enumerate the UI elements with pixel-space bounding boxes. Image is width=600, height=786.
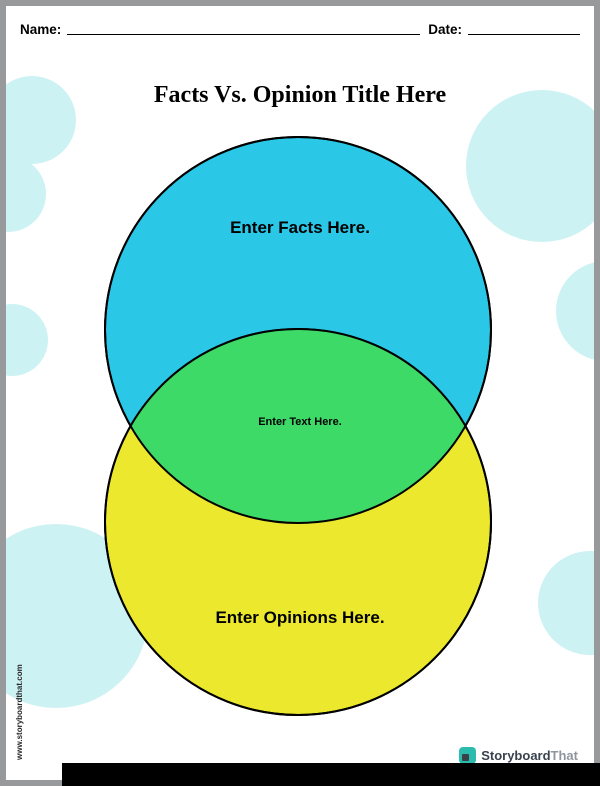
opinions-text[interactable]: Enter Opinions Here. [215,608,385,627]
header-row: Name: Date: [20,22,580,37]
date-label: Date: [428,22,462,37]
worksheet-page: Name: Date: Facts Vs. Opinion Title Here… [6,6,594,780]
opinions-circle-outline [104,328,492,716]
logo-text: StoryboardThat [481,748,578,763]
logo-text-light: That [550,748,578,763]
storyboardthat-logo[interactable]: StoryboardThat [459,747,578,764]
name-label: Name: [20,22,62,37]
name-input-line[interactable] [67,22,421,35]
decorative-circle [6,76,76,164]
decorative-circle [466,90,594,242]
page-title[interactable]: Facts Vs. Opinion Title Here [153,82,447,108]
date-input-line[interactable] [468,22,580,35]
facts-circle-outline [104,136,492,524]
venn-diagram [104,136,492,716]
overlap-text[interactable]: Enter Text Here. [258,416,342,428]
storyboard-logo-icon [459,747,477,764]
website-url: www.storyboardthat.com [15,664,24,760]
bottom-black-bar [62,763,600,786]
facts-text[interactable]: Enter Facts Here. [230,218,370,237]
logo-text-bold: Storyboard [481,748,551,763]
